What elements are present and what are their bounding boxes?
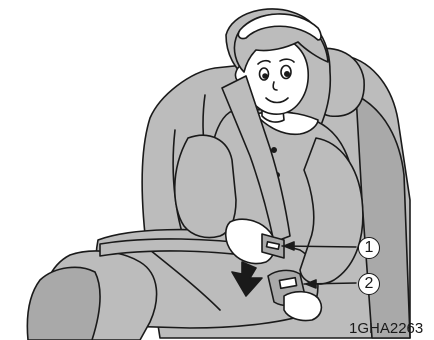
figure-code-label: 1GHA2263 bbox=[349, 320, 423, 338]
buckle-release-button bbox=[279, 278, 296, 289]
dress-button bbox=[272, 148, 276, 152]
callout-1-badge: 1 bbox=[358, 237, 380, 259]
callout-2-badge: 2 bbox=[358, 273, 380, 295]
sleeve-left bbox=[175, 135, 236, 237]
hand-right bbox=[284, 292, 321, 321]
pupil-left bbox=[263, 74, 267, 78]
pupil-right bbox=[285, 72, 289, 76]
leg-back bbox=[27, 267, 100, 340]
